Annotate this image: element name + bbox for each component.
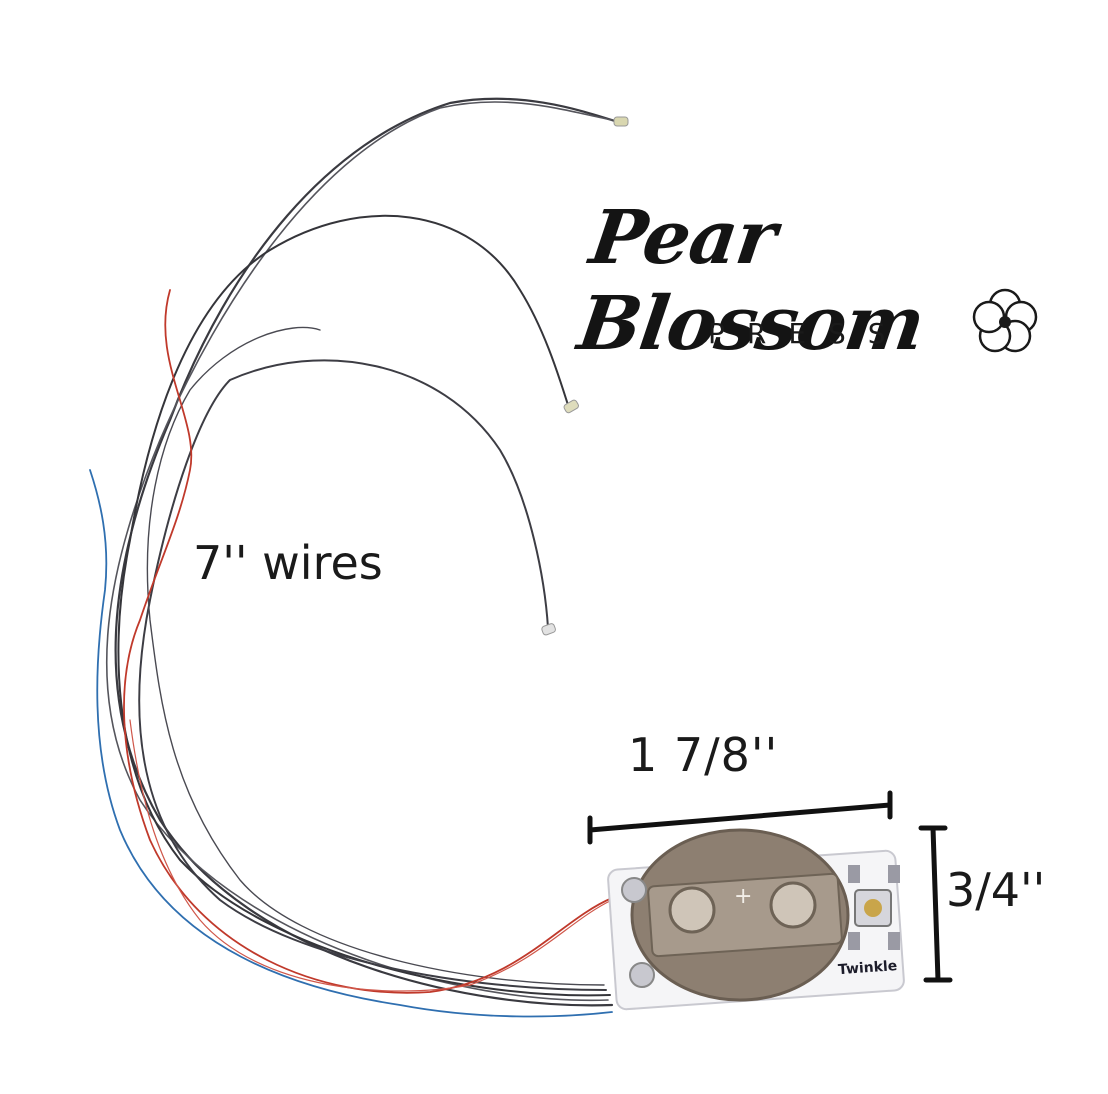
led-tips — [541, 116, 629, 636]
battery-board: + Twinkle — [607, 828, 905, 1011]
battery-slot-left — [668, 886, 716, 934]
board-brand-label: Twinkle — [838, 958, 898, 978]
wire-red-2 — [129, 719, 613, 992]
brand-logo: Pear Blossom PRESS — [573, 195, 1075, 367]
led-tip-1 — [613, 116, 629, 127]
led-tip-2 — [563, 399, 579, 414]
led-tip-3 — [541, 623, 556, 636]
dimension-height — [918, 825, 953, 983]
wire-5 — [146, 326, 605, 986]
wire-length-label: 7'' wires — [193, 536, 383, 590]
dimension-width — [587, 790, 893, 845]
logo-subtitle: PRESS — [708, 317, 908, 350]
wire-3 — [117, 214, 611, 997]
wire-4 — [138, 359, 607, 991]
board-width-label: 1 7/8'' — [628, 728, 779, 782]
push-button-cap — [864, 899, 882, 917]
led-wires — [89, 97, 620, 1018]
wire-blue — [89, 469, 613, 1018]
solder-pad-bottom — [629, 962, 655, 988]
battery-slot-right — [769, 881, 817, 929]
flower-icon — [972, 288, 1038, 353]
wire-red — [123, 289, 613, 994]
battery-plus-sign: + — [734, 884, 752, 909]
solder-pad-top — [621, 877, 647, 903]
board-height-label: 3/4'' — [946, 863, 1046, 917]
